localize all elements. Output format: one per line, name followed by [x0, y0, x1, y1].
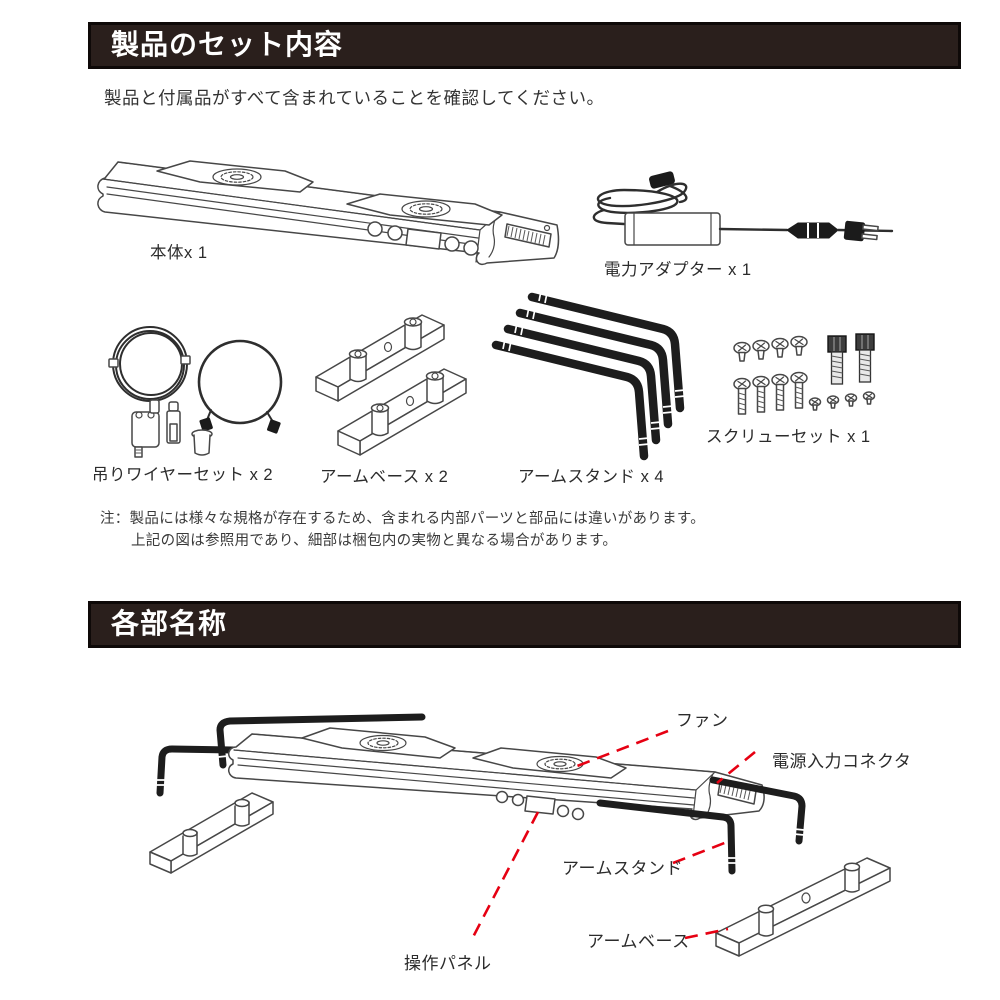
section-header-set-contents: 製品のセット内容 [88, 22, 961, 69]
main-unit-illustration [95, 146, 565, 270]
label-hanging-wire-set: 吊りワイヤーセット x 2 [92, 466, 274, 484]
section-title-part-names: 各部名称 [111, 608, 228, 639]
section-header-part-names: 各部名称 [88, 601, 961, 648]
label-arm-base: アームベース x 2 [320, 468, 449, 486]
part-label-arm-stand: アームスタンド [562, 859, 683, 878]
power-adapter-illustration [562, 150, 992, 270]
intro-text: 製品と付属品がすべて含まれていることを確認してください。 [104, 88, 605, 108]
arm-stand-illustration [485, 287, 695, 467]
part-label-fan: ファン [676, 711, 729, 730]
label-screw-set: スクリューセット x 1 [706, 428, 871, 446]
part-label-control-panel: 操作パネル [404, 954, 492, 973]
label-power-adapter: 電力アダプター x 1 [604, 261, 752, 279]
label-arm-stand: アームスタンド x 4 [518, 468, 665, 486]
note-line2: 上記の図は参照用であり、細部は梱包内の実物と異なる場合があります。 [131, 533, 618, 549]
section-title-set-contents: 製品のセット内容 [111, 29, 344, 60]
label-main-unit: 本体x 1 [150, 244, 208, 262]
note-line1: 注：製品には様々な規格が存在するため、含まれる内部パーツと部品には違いがあります… [100, 511, 706, 527]
part-label-power-input-connector: 電源入力コネクタ [772, 752, 912, 771]
part-label-arm-base: アームベース [587, 932, 690, 951]
arm-base-illustration [308, 305, 483, 485]
assembled-unit-diagram [130, 690, 891, 990]
hanging-wire-set-illustration [95, 312, 310, 462]
